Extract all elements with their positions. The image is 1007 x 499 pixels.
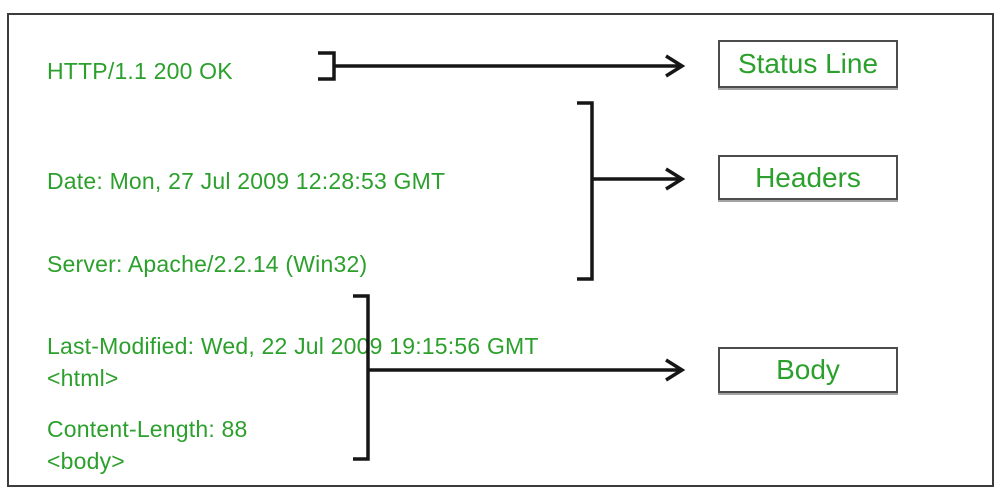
header-line-server: Server: Apache/2.2.14 (Win32) xyxy=(47,250,368,277)
body-text-block: <html> <body> <h1>Hello, World!</h1> </b… xyxy=(47,310,294,499)
status-line-box-label: Status Line xyxy=(737,48,879,79)
status-line-text: HTTP/1.1 200 OK xyxy=(47,58,233,84)
body-line-html-open: <html> xyxy=(47,365,119,391)
headers-box-label: Headers xyxy=(755,161,861,193)
headers-box: Headers xyxy=(718,155,898,200)
body-line-body-open: <body> xyxy=(47,447,125,474)
body-box: Body xyxy=(718,347,898,393)
diagram-outer-frame xyxy=(7,13,994,487)
header-line-date: Date: Mon, 27 Jul 2009 12:28:53 GMT xyxy=(47,168,446,194)
status-line-box: Status Line xyxy=(718,40,898,88)
header-line-content-length: Content-Length: 88 xyxy=(47,415,248,442)
headers-text-block: Date: Mon, 27 Jul 2009 12:28:53 GMT Serv… xyxy=(47,113,539,499)
body-box-label: Body xyxy=(776,354,840,385)
